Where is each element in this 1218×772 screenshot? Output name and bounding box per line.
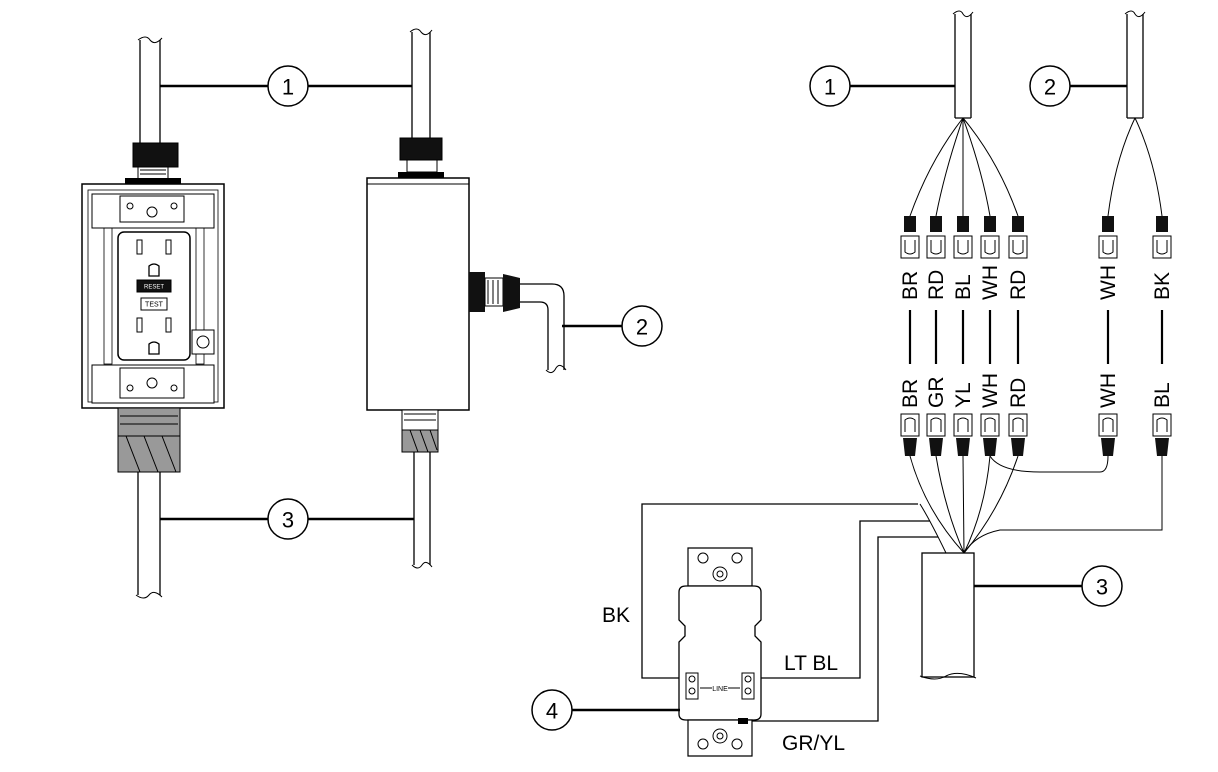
callout-right-4: 4 [531, 689, 573, 731]
callout-left-2: 2 [621, 305, 663, 347]
bottom-connector-0 [900, 413, 920, 456]
bottom-connector-2 [953, 413, 973, 456]
reset-button-label: RESET [144, 285, 164, 291]
connector-link-row [908, 310, 1164, 364]
top-connector-row [900, 216, 1172, 259]
bottom-connector-row [900, 413, 1172, 456]
junction-box-assembly [366, 28, 567, 569]
top-wire-label-2: BL [952, 274, 975, 300]
bk-wire-label: BK [602, 604, 630, 627]
bottom-connector-5 [1098, 413, 1118, 456]
bottom-wire-label-4: RD [1007, 378, 1030, 408]
top-wire-label-5: WH [1097, 265, 1120, 300]
cable-2 [1124, 10, 1146, 119]
gfci-receptacle-assembly: RESET TEST [81, 36, 225, 599]
line-label: LINE [712, 686, 728, 693]
top-connector-5 [1098, 216, 1118, 259]
outlet-device: LINE [678, 547, 762, 757]
callout-left-3: 3 [267, 498, 309, 540]
bottom-wire-label-0: BR [899, 379, 922, 408]
top-connector-0 [900, 216, 920, 259]
svg-text:2: 2 [1044, 75, 1056, 100]
bottom-wire-label-6: BL [1151, 382, 1174, 408]
svg-text:1: 1 [282, 75, 294, 100]
callout-right-1: 1 [809, 65, 851, 107]
callout-right-3: 3 [1081, 565, 1123, 607]
gr-yl-wire-label: GR/YL [782, 732, 845, 755]
top-connector-4 [1008, 216, 1028, 259]
top-wire-label-6: BK [1151, 272, 1174, 300]
bottom-wire-label-1: GR [925, 377, 948, 409]
callout-left-1: 1 [267, 65, 309, 107]
bottom-connector-1 [926, 413, 946, 456]
bottom-connector-6 [1152, 413, 1172, 456]
bottom-connector-4 [1008, 413, 1028, 456]
cable-1 [952, 10, 974, 119]
top-connector-2 [953, 216, 973, 259]
bottom-wire-label-3: WH [979, 373, 1002, 408]
svg-text:1: 1 [824, 75, 836, 100]
top-wire-label-3: WH [979, 265, 1002, 300]
svg-text:3: 3 [1096, 575, 1108, 600]
bottom-wire-label-2: YL [952, 382, 975, 408]
svg-text:2: 2 [636, 315, 648, 340]
lt-bl-wire-label: LT BL [784, 652, 838, 675]
cable-3 [919, 552, 977, 680]
svg-text:3: 3 [282, 508, 294, 533]
callout-right-2: 2 [1029, 65, 1071, 107]
top-wire-label-1: RD [925, 270, 948, 300]
bottom-wire-label-5: WH [1097, 373, 1120, 408]
top-connector-6 [1152, 216, 1172, 259]
test-button-label: TEST [145, 302, 164, 309]
top-connector-1 [926, 216, 946, 259]
top-connector-3 [980, 216, 1000, 259]
top-wire-label-0: BR [899, 271, 922, 300]
bottom-connector-3 [980, 413, 1000, 456]
svg-text:4: 4 [546, 699, 558, 724]
top-wire-label-4: RD [1007, 270, 1030, 300]
